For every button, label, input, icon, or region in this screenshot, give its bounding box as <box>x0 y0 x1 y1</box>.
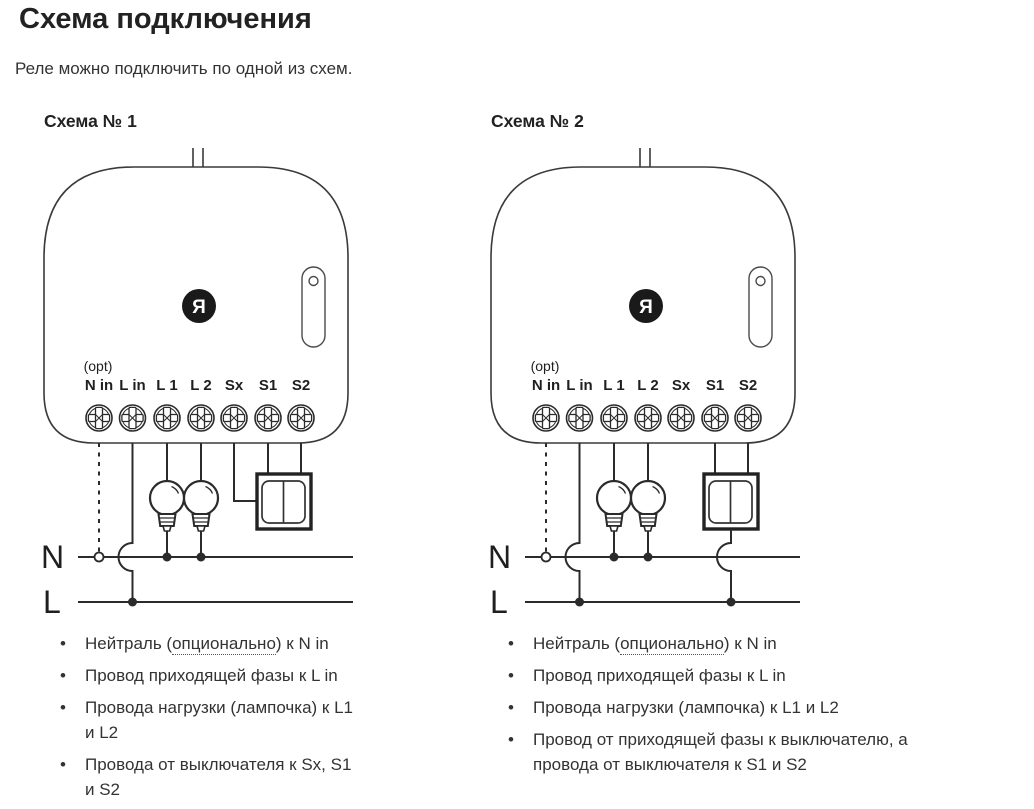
terminal-screw-icon <box>287 404 315 432</box>
note-text-optional: опционально <box>172 634 276 655</box>
antenna-icon <box>639 148 651 167</box>
terminal-label-nin: N in <box>85 377 113 394</box>
page-subtitle: Реле можно подключить по одной из схем. <box>15 59 353 78</box>
note-text: Нейтраль ( <box>533 634 621 653</box>
terminal-label-nin: N in <box>532 377 560 394</box>
terminal-label-l2: L 2 <box>190 377 211 394</box>
note-item-load: Провода нагрузки (лампочка) к L1 и L2 <box>58 695 358 745</box>
open-terminal-dot <box>540 551 552 563</box>
phase-label: L <box>490 584 508 620</box>
note-item-switch: Провод от приходящей фазы к выключателю,… <box>506 727 951 777</box>
phase-label: L <box>43 584 61 620</box>
junction-dot <box>196 552 206 562</box>
junction-dot <box>726 597 736 607</box>
lamp-icon <box>148 479 186 533</box>
terminal-label-s2: S2 <box>739 377 757 394</box>
neutral-label: N <box>488 539 511 575</box>
terminal-screw-icon <box>254 404 282 432</box>
note-item-load: Провода нагрузки (лампочка) к L1 и L2 <box>506 695 951 720</box>
terminal-screw-icon <box>153 404 181 432</box>
terminal-label-lin: L in <box>566 377 592 394</box>
note-text: Нейтраль ( <box>85 634 173 653</box>
terminal-label-s2: S2 <box>292 377 310 394</box>
neutral-label: N <box>41 539 64 575</box>
yandex-logo: Я <box>629 289 663 323</box>
terminal-label-sx: Sx <box>672 377 691 394</box>
lamp-icon <box>595 479 633 533</box>
schema2-heading: Схема № 2 <box>491 111 584 131</box>
note-item-neutral: Нейтраль (опционально) к N in <box>506 631 951 656</box>
terminal-label-l1: L 1 <box>603 377 624 394</box>
terminal-screw-icon <box>187 404 215 432</box>
wire-phase-in <box>564 443 581 602</box>
schema1-notes: Нейтраль (опционально) к N in Провод при… <box>58 631 358 809</box>
terminal-label-s1: S1 <box>706 377 724 394</box>
yandex-logo: Я <box>182 289 216 323</box>
terminal-screw-icon <box>667 404 695 432</box>
note-item-neutral: Нейтраль (опционально) к N in <box>58 631 358 656</box>
wires-s1-s2 <box>714 443 749 474</box>
terminal-screw-icon <box>600 404 628 432</box>
lamp-icon <box>182 479 220 533</box>
side-button-slot <box>748 266 773 348</box>
note-text: ) к N in <box>723 634 777 653</box>
note-item-switch: Провода от выключателя к Sx, S1 и S2 <box>58 752 358 802</box>
antenna-icon <box>192 148 204 167</box>
terminal-label-sx: Sx <box>225 377 244 394</box>
wall-switch-icon <box>702 472 760 531</box>
wire-phase-in <box>117 443 134 602</box>
terminal-label-s1: S1 <box>259 377 277 394</box>
terminal-screw-icon <box>118 404 147 432</box>
wires-s1-s2 <box>267 443 302 474</box>
junction-dot <box>575 597 584 607</box>
terminal-screw-icon <box>701 404 729 432</box>
schema1-heading: Схема № 1 <box>44 111 137 131</box>
note-item-phase: Провод приходящей фазы к L in <box>506 663 951 688</box>
junction-dot <box>609 552 619 562</box>
junction-dot <box>643 552 653 562</box>
page-title: Схема подключения <box>19 3 312 35</box>
schema2-wiring-diagram: Я (opt) N in L in L 1 L 2 Sx S1 S2 <box>488 148 800 620</box>
terminal-label-l2: L 2 <box>637 377 658 394</box>
opt-label: (opt) <box>531 358 560 374</box>
opt-label: (opt) <box>84 358 113 374</box>
junction-dot <box>162 552 172 562</box>
wire-sx-to-switch <box>233 443 257 502</box>
yandex-logo-letter: Я <box>639 297 653 318</box>
junction-dot <box>128 597 137 607</box>
terminal-screw-icon <box>565 404 594 432</box>
terminal-screw-icon <box>85 404 113 432</box>
terminal-screw-icon <box>220 404 248 432</box>
yandex-logo-letter: Я <box>192 297 206 318</box>
button-hole-icon <box>308 275 319 287</box>
wire-switch-to-phase <box>716 529 732 602</box>
note-text-optional: опционально <box>620 634 724 655</box>
schema2-notes: Нейтраль (опционально) к N in Провод при… <box>506 631 951 784</box>
terminal-label-lin: L in <box>119 377 145 394</box>
button-hole-icon <box>755 275 766 287</box>
terminal-label-l1: L 1 <box>156 377 177 394</box>
schema1-wiring-diagram: Я (opt) N in L in L 1 L 2 Sx S1 S2 <box>41 148 353 620</box>
side-button-slot <box>301 266 326 348</box>
wall-switch-icon <box>255 472 313 531</box>
terminal-screw-icon <box>532 404 560 432</box>
note-text: ) к N in <box>275 634 329 653</box>
open-terminal-dot <box>93 551 105 563</box>
lamp-icon <box>629 479 667 533</box>
terminal-screw-icon <box>734 404 762 432</box>
note-item-phase: Провод приходящей фазы к L in <box>58 663 358 688</box>
terminal-screw-icon <box>634 404 662 432</box>
